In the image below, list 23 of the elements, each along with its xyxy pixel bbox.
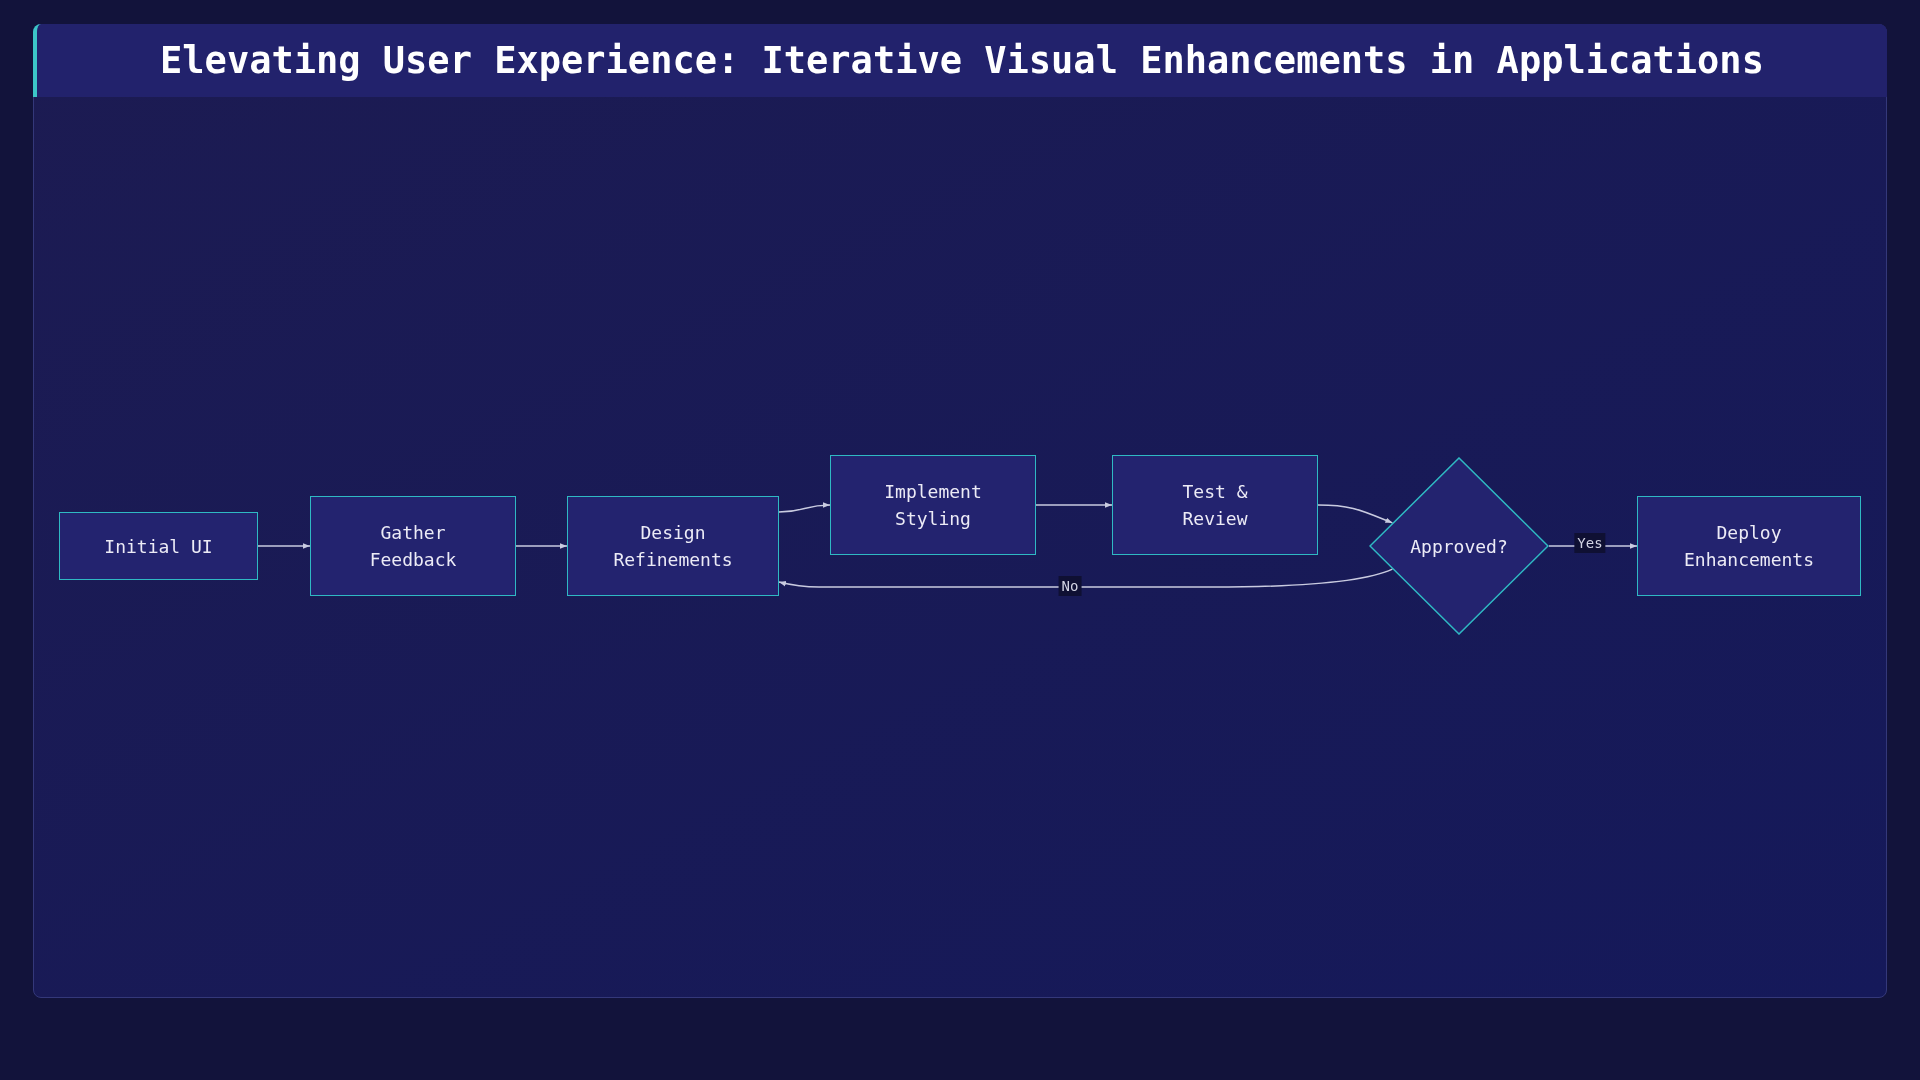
process-box bbox=[1637, 496, 1861, 596]
arrow bbox=[1035, 502, 1113, 508]
arrow bbox=[778, 502, 831, 513]
step-label: Test & Review bbox=[1181, 480, 1249, 531]
edge-label: No bbox=[1058, 576, 1082, 596]
step-label: Gather Feedback bbox=[368, 521, 458, 572]
edge-label: Yes bbox=[1574, 533, 1606, 553]
step-label: Implement Styling bbox=[883, 480, 983, 531]
process-box bbox=[59, 512, 258, 580]
step-label: Approved? bbox=[1410, 534, 1508, 559]
arrow bbox=[515, 543, 568, 549]
step-label: Deploy Enhancements bbox=[1682, 521, 1815, 572]
diagram-title: Elevating User Experience: Iterative Visual Enhancements in Applications bbox=[160, 38, 1764, 83]
decision-diamond bbox=[1369, 457, 1549, 635]
step-label: Design Refinements bbox=[612, 521, 734, 572]
process-box bbox=[830, 455, 1036, 555]
arrow bbox=[257, 543, 311, 549]
process-box bbox=[310, 496, 516, 596]
process-box bbox=[567, 496, 779, 596]
process-box bbox=[1112, 455, 1318, 555]
arrow bbox=[778, 568, 1394, 588]
arrow bbox=[1317, 504, 1394, 524]
step-label: Initial UI bbox=[104, 534, 213, 559]
